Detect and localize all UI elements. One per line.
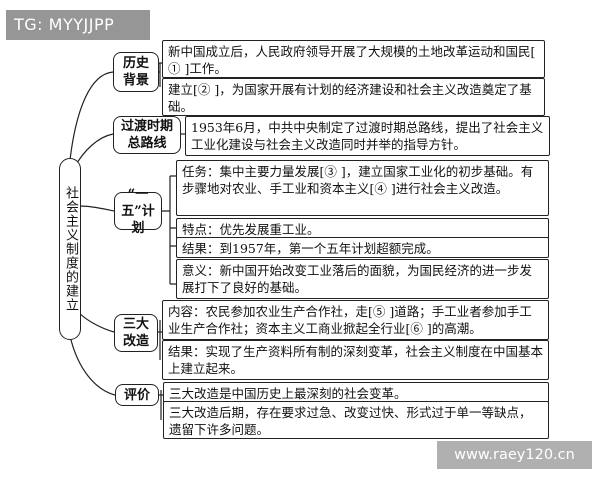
reform-cell-result: 结果：实现了生产资料所有制的深刻变革，社会主义制度在中国基本上建立起来。 — [162, 340, 549, 380]
reform-cell-content: 内容：农民参加农业生产合作社，走[⑤ ]道路；手工业者参加手工业生产合作社；资本… — [162, 300, 549, 340]
connector-plan-cells — [162, 175, 176, 285]
connector-eval-cells — [159, 390, 163, 420]
category-transition-line: 过渡时期总路线 — [113, 116, 181, 154]
watermark-bottom-right: www.raey120.cn — [437, 441, 592, 469]
line-cell-policy: 1953年6月，中共中央制定了过渡时期总路线，提出了社会主义工业化建设与社会主义… — [185, 116, 550, 156]
eval-cell-shortcomings: 三大改造后期，存在要求过急、改变过快、形式过于单一等缺点，遗留下许多问题。 — [163, 401, 549, 439]
plan-cell-task: 任务：集中主要力量发展[③ ]，建立国家工业化的初步基础。有步骤地对农业、手工业… — [176, 160, 549, 216]
connector-root-history — [69, 71, 114, 161]
connector-reform-cells — [158, 320, 162, 360]
watermark-top-left: TG: MYYJJPP — [6, 10, 150, 40]
connector-root-reform — [77, 311, 115, 333]
connector-root-eval — [69, 335, 116, 396]
plan-cell-meaning: 意义：新中国开始改变工业落后的面貌，为国民经济的进一步发展打下了良好的基础。 — [176, 259, 549, 299]
plan-cell-feature: 特点：优先发展重工业。 — [176, 218, 549, 239]
history-cell-establish: 建立[② ]，为国家开展有计划的经济建设和社会主义改造奠定了基础。 — [162, 78, 545, 116]
category-history: 历史背景 — [113, 52, 159, 92]
history-cell-land-reform: 新中国成立后，人民政府领导开展了大规模的土地改革运动和国民[ ① ]工作。 — [162, 40, 545, 78]
connector-root-plan — [79, 205, 115, 212]
category-evaluation: 评价 — [115, 384, 159, 406]
plan-cell-result: 结果：到1957年，第一个五年计划超额完成。 — [176, 237, 549, 258]
category-three-reforms: 三大改造 — [114, 314, 158, 352]
eval-cell-deep-change: 三大改造是中国历史上最深刻的社会变革。 — [163, 382, 549, 403]
root-node: 社会主义制度的建立 — [59, 158, 81, 340]
category-five-year-plan: “一五”计划 — [114, 187, 162, 236]
connector-root-line — [73, 133, 114, 169]
